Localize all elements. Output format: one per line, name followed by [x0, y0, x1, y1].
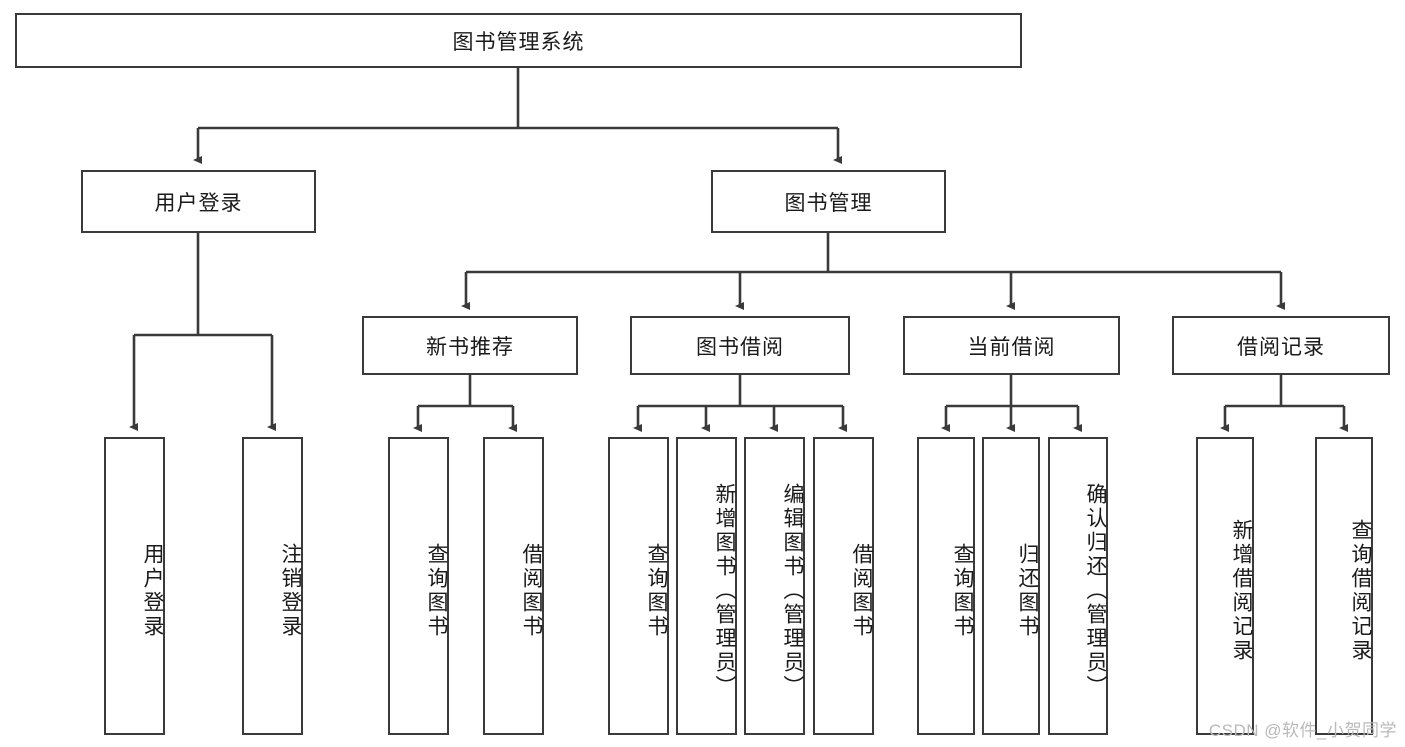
node-root-label: 图书管理系统 — [452, 30, 585, 54]
node-leaf-edit-book-admin[interactable]: 编辑图书（管理员） — [744, 437, 805, 735]
node-new-book-recommend[interactable]: 新书推荐 — [362, 316, 578, 375]
leaf-label: 确认归还（管理员） — [1084, 483, 1107, 699]
node-leaf-query-borrow-record[interactable]: 查询借阅记录 — [1315, 437, 1373, 735]
leaf-label: 借阅图书 — [850, 543, 873, 639]
node-new-book-recommend-label: 新书推荐 — [426, 335, 514, 359]
leaf-label: 归还图书 — [1016, 543, 1039, 639]
leaf-label: 新增图书（管理员） — [713, 483, 736, 699]
leaf-label: 查询图书 — [951, 543, 974, 639]
node-root[interactable]: 图书管理系统 — [15, 13, 1022, 68]
node-user-login[interactable]: 用户登录 — [81, 170, 316, 233]
leaf-label: 查询图书 — [425, 543, 448, 639]
node-leaf-query-book-recommend[interactable]: 查询图书 — [388, 437, 449, 735]
node-leaf-borrow-book-recommend[interactable]: 借阅图书 — [483, 437, 544, 735]
node-leaf-query-book-borrow[interactable]: 查询图书 — [608, 437, 669, 735]
node-leaf-logout-login[interactable]: 注销登录 — [242, 437, 303, 735]
leaf-label: 用户登录 — [141, 543, 164, 639]
leaf-label: 查询借阅记录 — [1349, 519, 1372, 663]
leaf-label: 编辑图书（管理员） — [781, 483, 804, 699]
node-current-borrow-label: 当前借阅 — [967, 335, 1056, 359]
leaf-label: 借阅图书 — [520, 543, 543, 639]
node-leaf-borrow-book[interactable]: 借阅图书 — [813, 437, 874, 735]
node-leaf-return-book[interactable]: 归还图书 — [982, 437, 1040, 735]
node-borrow-record[interactable]: 借阅记录 — [1172, 316, 1390, 375]
leaf-label: 注销登录 — [279, 543, 302, 639]
node-leaf-user-login[interactable]: 用户登录 — [104, 437, 165, 735]
node-leaf-add-book-admin[interactable]: 新增图书（管理员） — [676, 437, 737, 735]
node-book-management[interactable]: 图书管理 — [711, 170, 946, 233]
node-book-borrow-label: 图书借阅 — [696, 335, 784, 359]
node-book-borrow[interactable]: 图书借阅 — [630, 316, 850, 375]
node-leaf-confirm-return-admin[interactable]: 确认归还（管理员） — [1048, 437, 1108, 735]
node-current-borrow[interactable]: 当前借阅 — [903, 316, 1120, 375]
node-leaf-query-book-current[interactable]: 查询图书 — [917, 437, 975, 735]
node-borrow-record-label: 借阅记录 — [1237, 335, 1325, 359]
node-user-login-label: 用户登录 — [154, 191, 243, 215]
node-leaf-add-borrow-record[interactable]: 新增借阅记录 — [1196, 437, 1254, 735]
leaf-label: 查询图书 — [645, 543, 668, 639]
leaf-label: 新增借阅记录 — [1230, 519, 1253, 663]
csdn-watermark: CSDN @软件_小贺同学 — [1208, 721, 1397, 740]
node-book-management-label: 图书管理 — [784, 191, 873, 215]
